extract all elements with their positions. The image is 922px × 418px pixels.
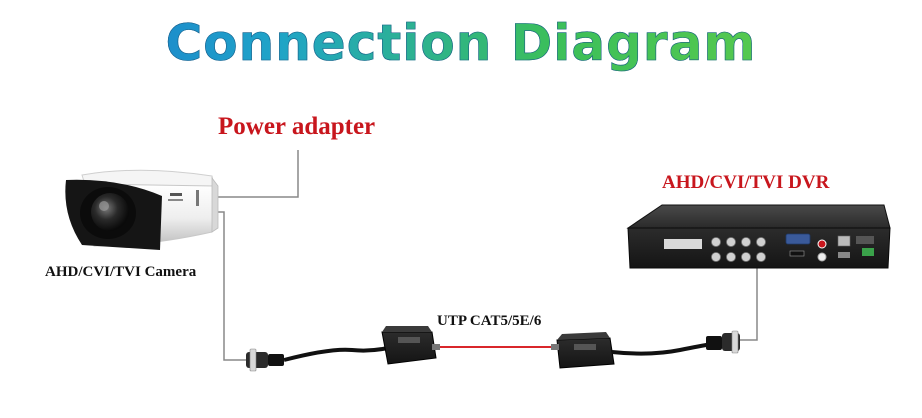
left-bnc-connector-icon — [246, 345, 393, 372]
power-adapter-line — [212, 150, 299, 198]
dvr-video-wire — [738, 255, 758, 341]
left-balun-icon — [381, 326, 440, 365]
right-balun-icon — [551, 332, 615, 369]
dvr-recorder-icon — [626, 204, 891, 269]
utp-cable-label: UTP CAT5/5E/6 — [437, 313, 542, 329]
right-bnc-connector-icon — [611, 330, 740, 356]
bullet-camera-icon — [65, 169, 219, 250]
diagram-title: Connection Diagram — [0, 14, 922, 73]
power-adapter-label: Power adapter — [218, 113, 376, 140]
camera-video-wire — [214, 211, 248, 361]
camera-label: AHD/CVI/TVI Camera — [45, 264, 197, 280]
dvr-label: AHD/CVI/TVI DVR — [662, 172, 830, 193]
